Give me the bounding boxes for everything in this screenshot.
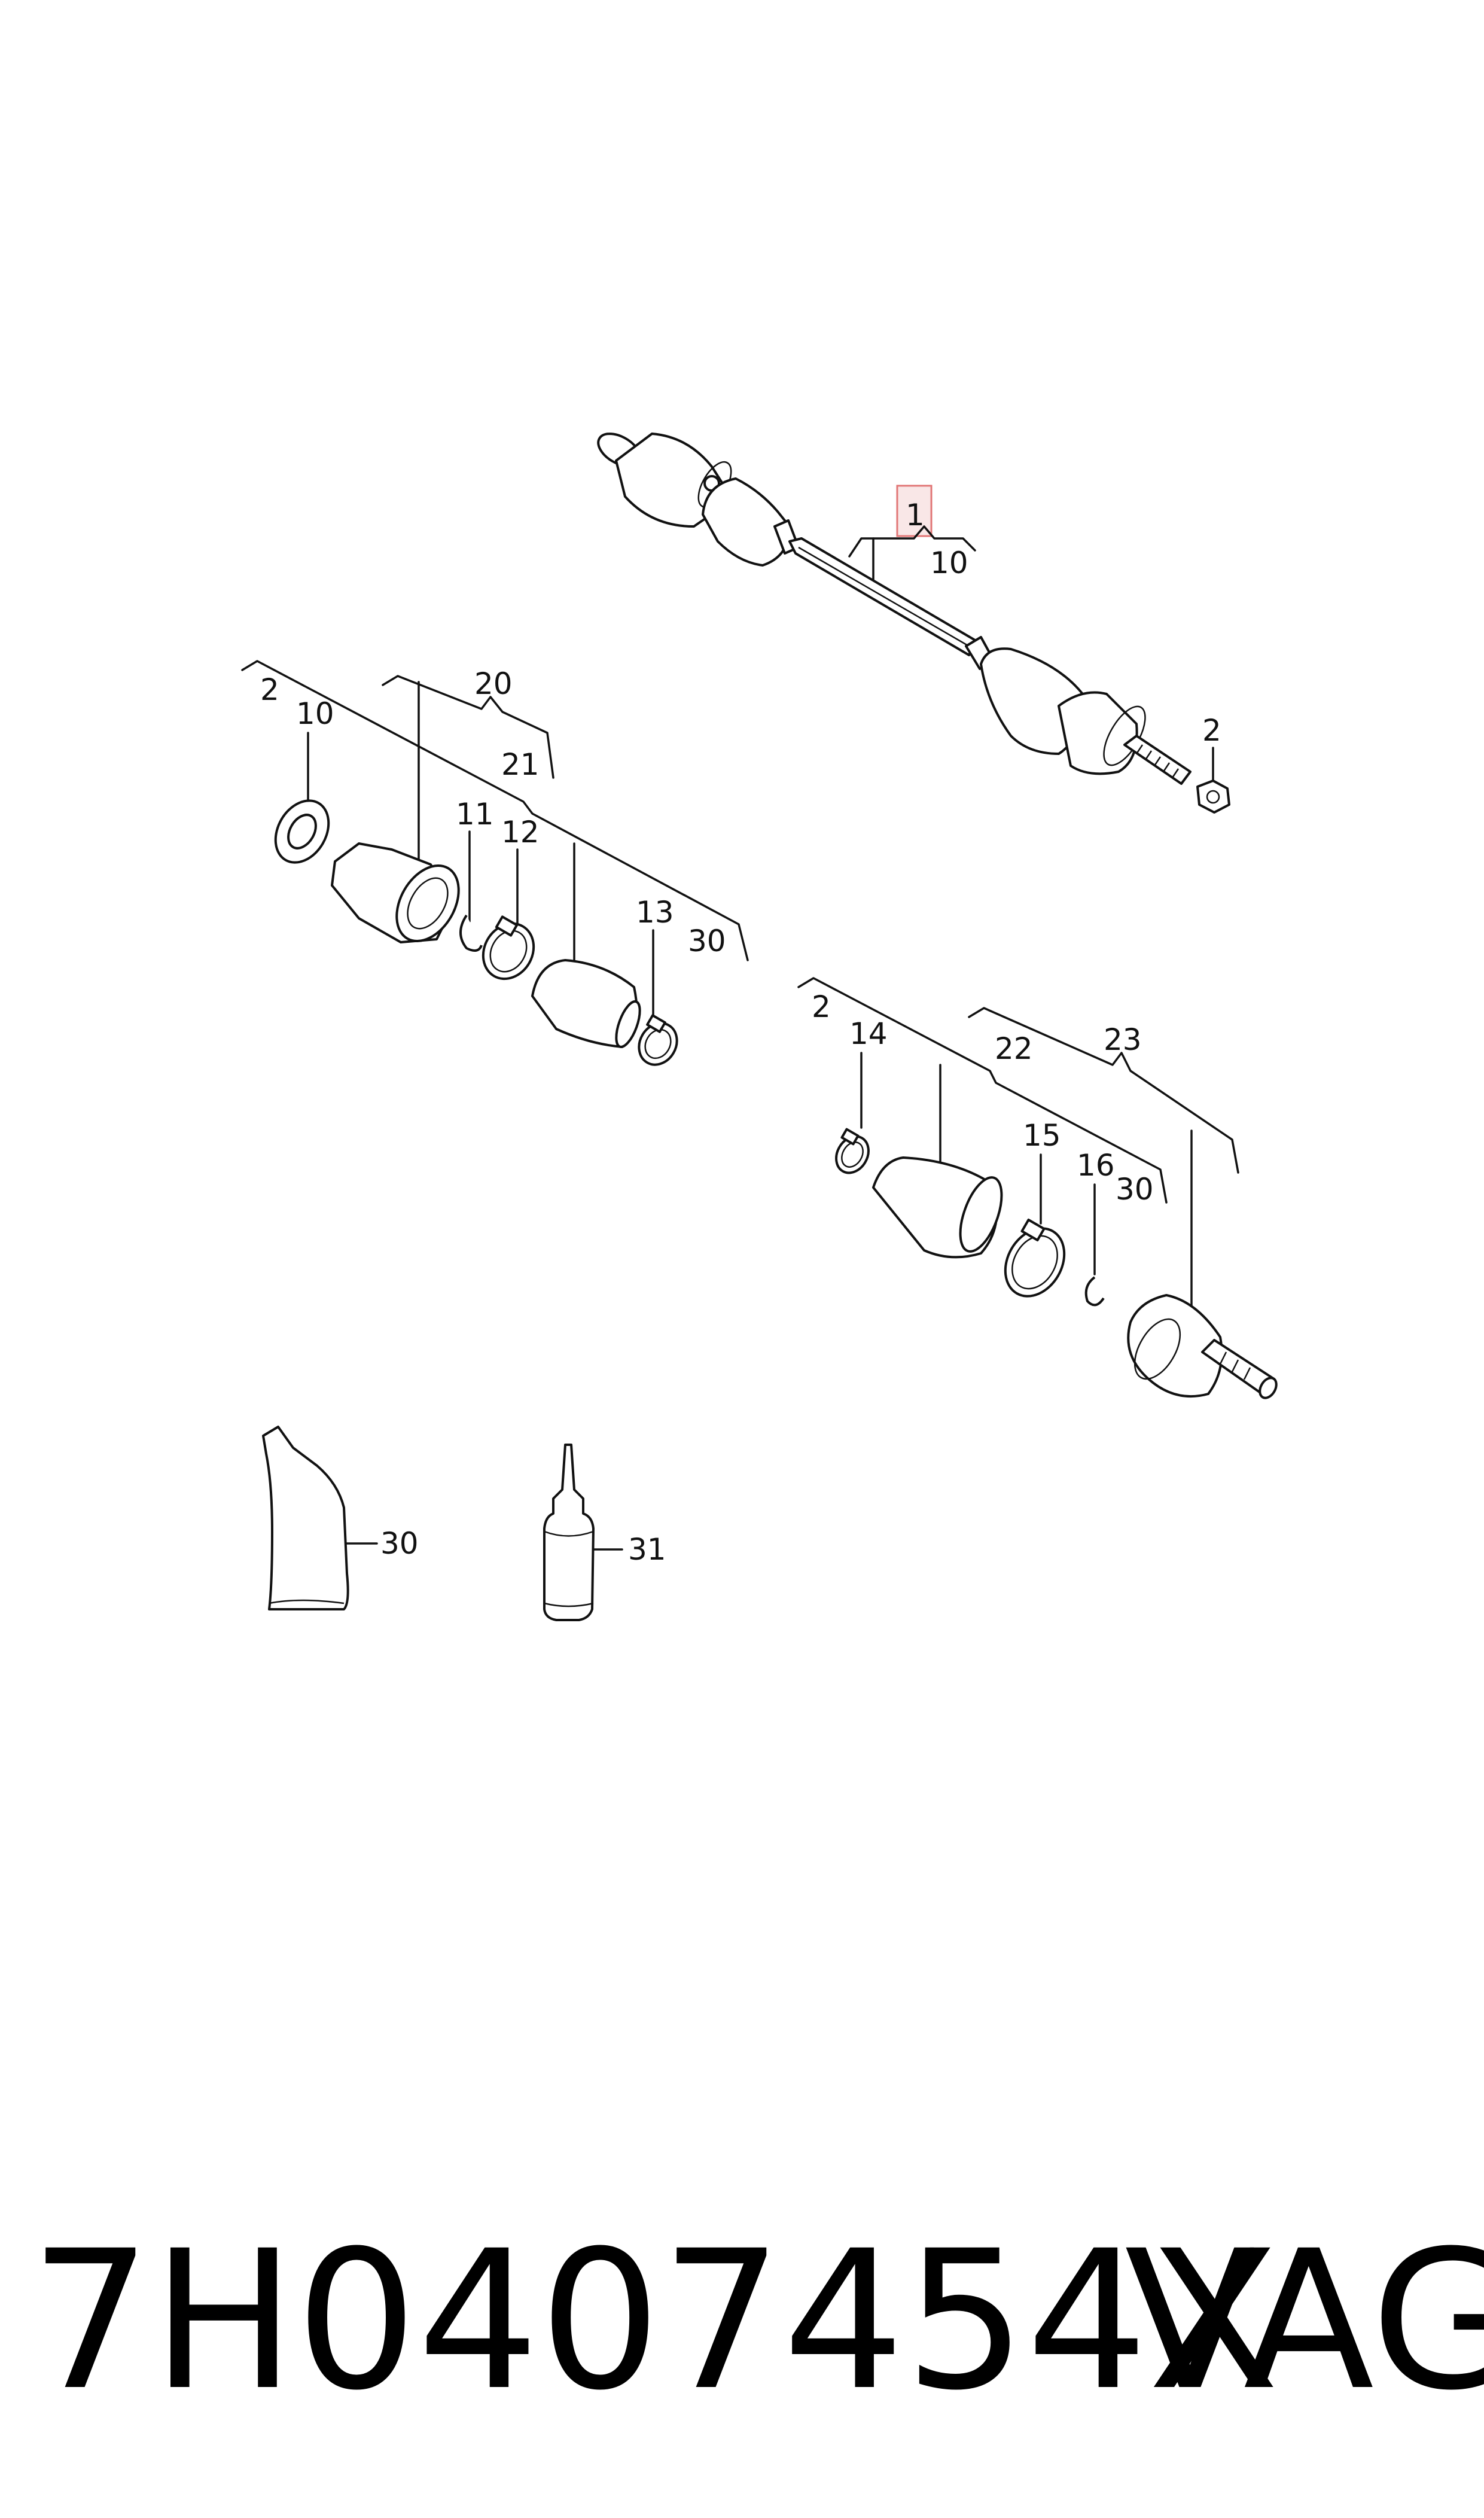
inner-joint-kit: 2 10 20 21 11 12 13 30 (241, 660, 749, 1066)
callout-label: 21 (501, 747, 540, 782)
highlight-box (896, 485, 933, 537)
callout-shaft: 1 10 (848, 485, 976, 581)
callout-label: 30 (1116, 1172, 1154, 1207)
callout-label: 20 (474, 666, 513, 701)
callout-label: 16 (1077, 1148, 1115, 1183)
callout-label: 30 (380, 1526, 419, 1561)
nut-part: 2 (1196, 713, 1230, 814)
callout-label: 1 (906, 498, 925, 532)
callout-label: 10 (296, 696, 334, 731)
callout-label: 13 (636, 895, 674, 930)
callout-label: 23 (1104, 1022, 1142, 1057)
callout-label: 10 (930, 546, 968, 580)
callout-label: 31 (628, 1532, 666, 1567)
callout-label: 30 (688, 924, 726, 958)
brand-name: VAG (1125, 2210, 1484, 2432)
callout-label: 15 (1023, 1118, 1061, 1153)
callout-label: 14 (849, 1016, 888, 1051)
footer-caption: 7H0407454X VAG (0, 2213, 1484, 2429)
adhesive-bottle: 31 (543, 1444, 666, 1621)
callout-label: 2 (1202, 713, 1221, 748)
part-number: 7H0407454X (30, 2210, 1279, 2432)
callout-label: 11 (456, 797, 494, 832)
callout-label: 2 (260, 672, 279, 707)
drive-shaft-assembly (597, 433, 1192, 785)
grease-tube: 30 (262, 1426, 419, 1610)
callout-label: 22 (995, 1031, 1033, 1066)
callout-label: 12 (501, 815, 540, 850)
callout-label: 2 (812, 989, 831, 1024)
outer-joint-kit: 2 14 22 23 15 16 30 (797, 977, 1278, 1399)
